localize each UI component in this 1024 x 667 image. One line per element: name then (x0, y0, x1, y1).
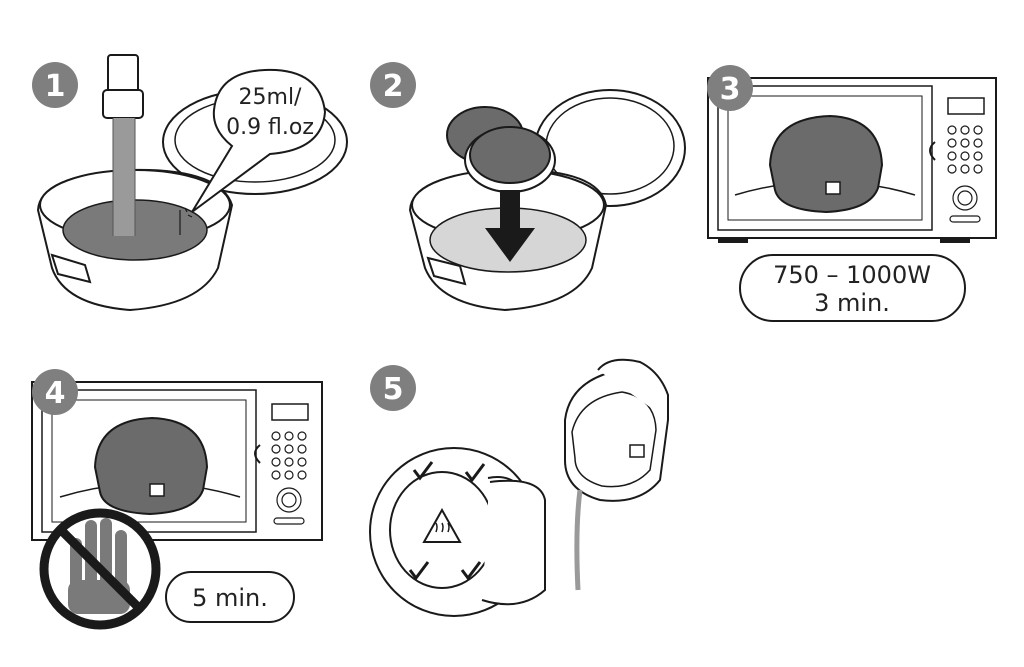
step-4-setting: 5 min. (165, 571, 295, 623)
step-1-badge: 1 (32, 62, 78, 108)
step-4-time: 5 min. (192, 584, 268, 612)
step-2: 2 (370, 62, 686, 312)
checkmark-icon (408, 461, 486, 581)
callout-volume-floz: 0.9 fl.oz (226, 115, 314, 140)
step-3-badge: 3 (707, 65, 753, 111)
callout-volume-ml: 25ml/ (239, 85, 303, 110)
hot-surface-warning-icon (422, 507, 462, 543)
step-2-number: 2 (383, 69, 404, 104)
step-1-number: 1 (45, 69, 66, 104)
step-4-badge: 4 (32, 369, 78, 415)
step-3-time: 3 min. (814, 289, 890, 317)
faucet-icon (102, 54, 144, 236)
step-3-power: 750 – 1000W (773, 261, 931, 289)
step-1-callout: 25ml/ 0.9 fl.oz (191, 68, 327, 213)
step-3-number: 3 (720, 72, 741, 107)
step-5: 5 (369, 358, 670, 617)
step-5-number: 5 (383, 372, 404, 407)
step-2-badge: 2 (370, 62, 416, 108)
step-5-badge: 5 (370, 365, 416, 411)
step-3: 3 750 – 1000W 3 min. (707, 65, 997, 322)
microwave-icon (707, 77, 997, 243)
pour-water-illustration (564, 358, 670, 591)
step-5-detail (369, 447, 546, 617)
no-touch-hand-icon (39, 508, 161, 630)
step-4: 4 5 min. (31, 369, 323, 630)
step-3-setting: 750 – 1000W 3 min. (739, 254, 966, 322)
insert-arrow (485, 190, 535, 262)
step-1: 1 25ml/ 0.9 fl.oz (32, 54, 348, 312)
step-4-number: 4 (45, 376, 66, 411)
